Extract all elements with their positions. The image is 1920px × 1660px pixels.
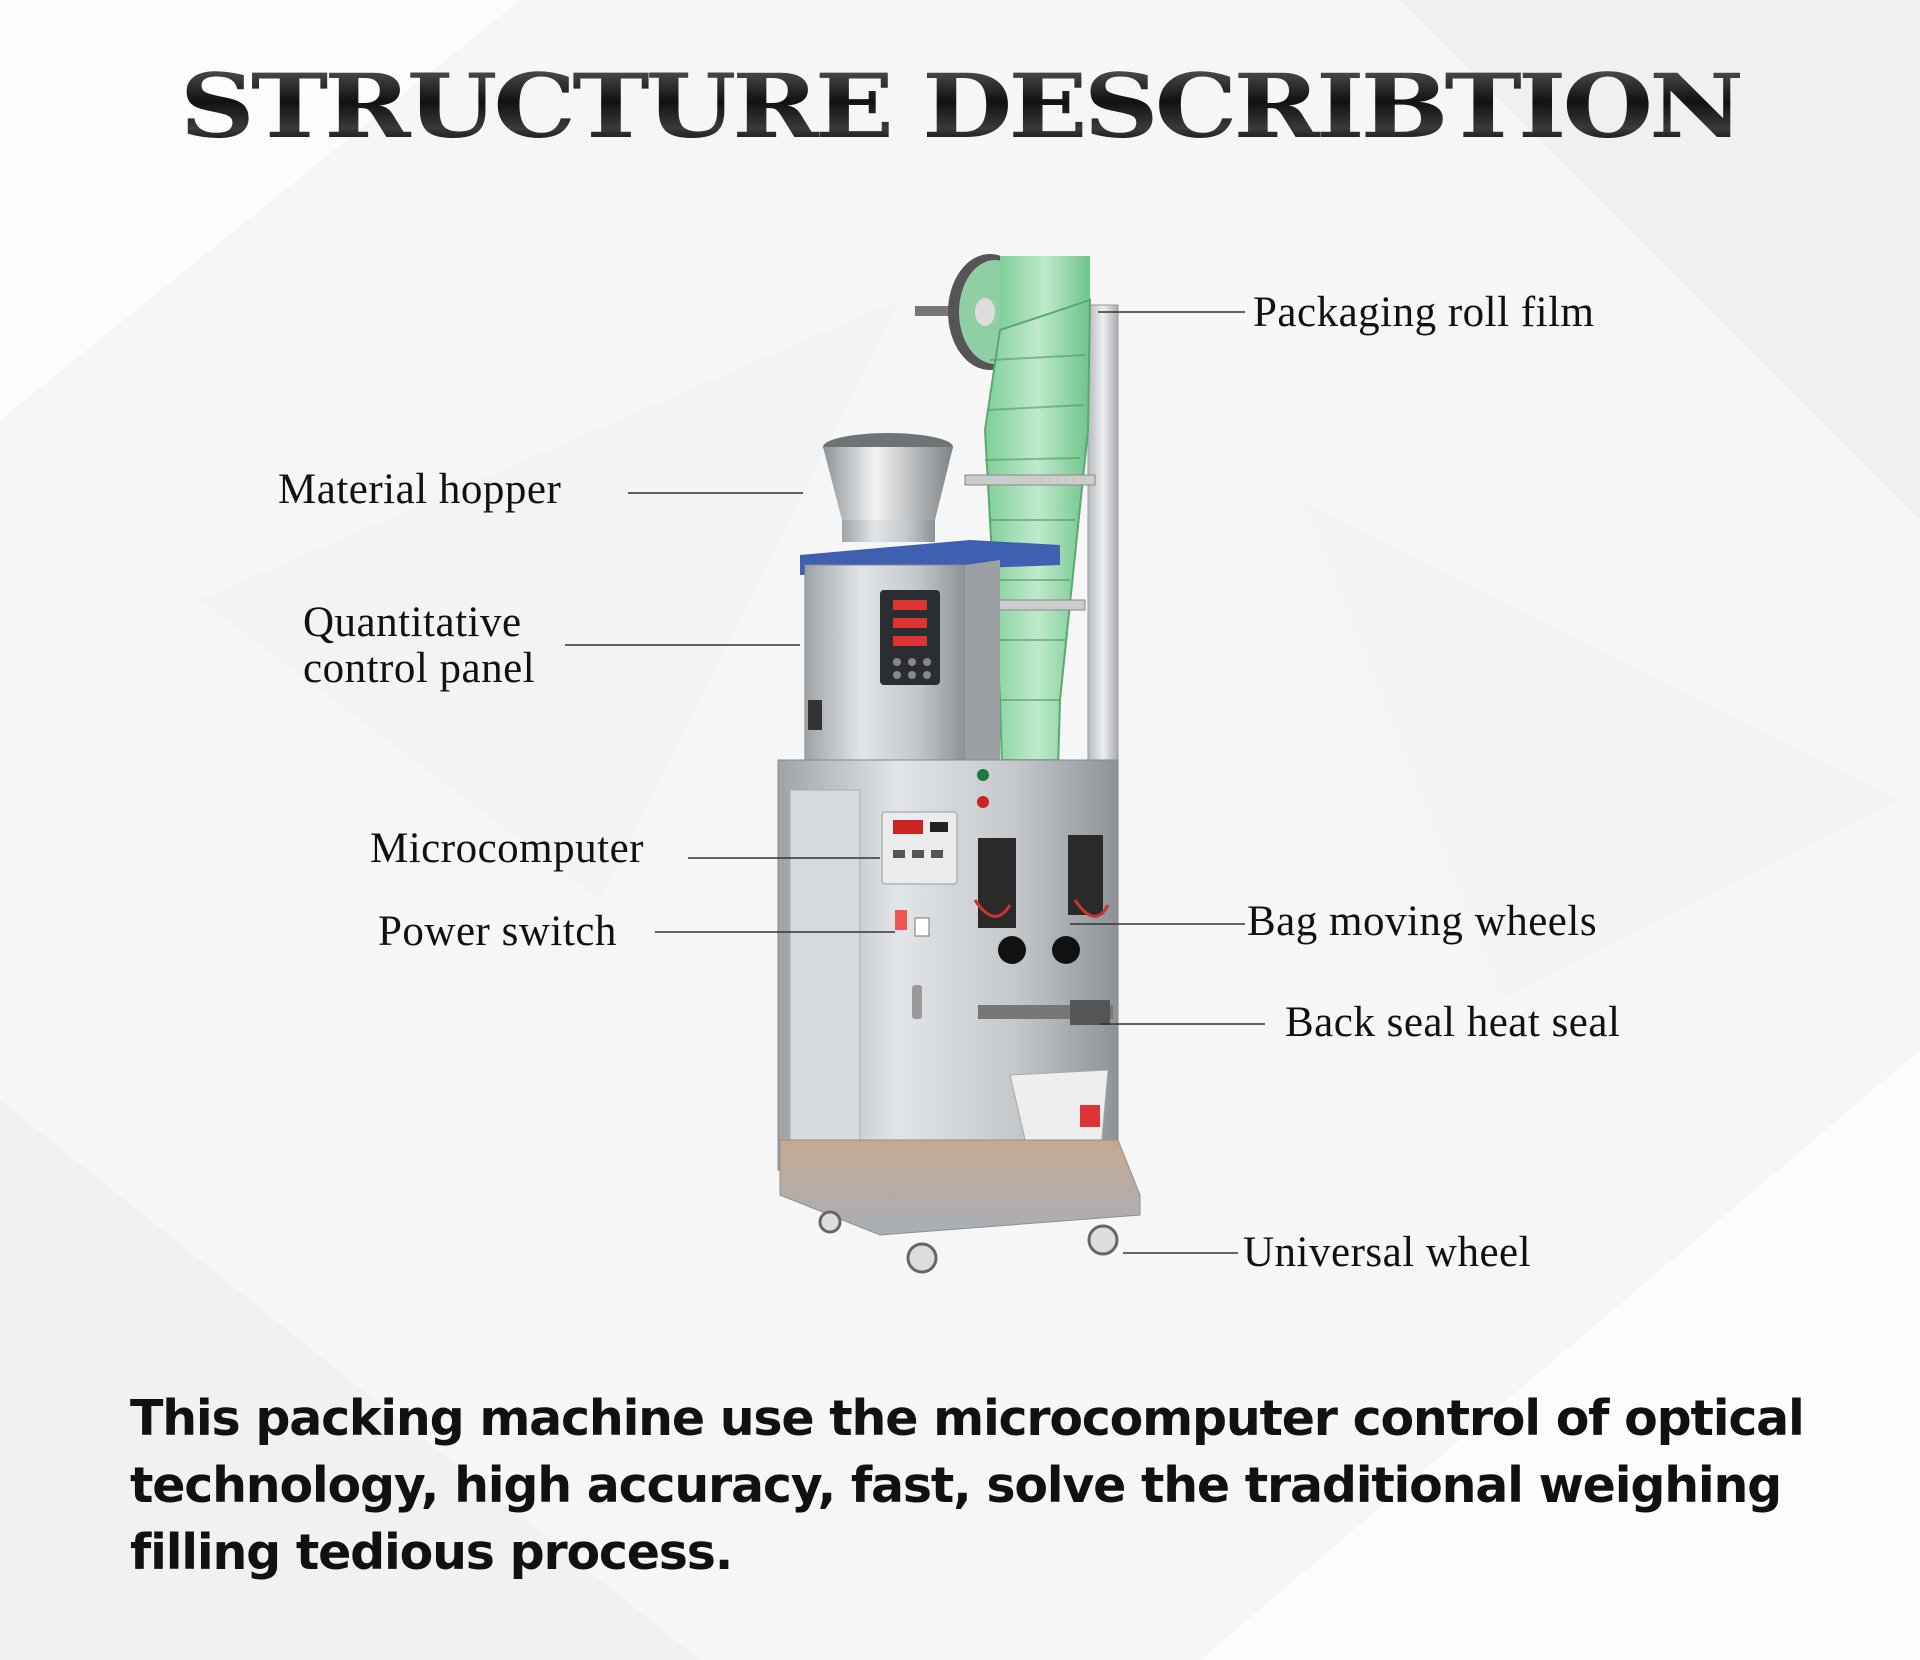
leader-lines (565, 311, 1265, 1254)
base-plate (779, 1139, 1141, 1236)
universal-wheels (818, 1210, 1119, 1274)
label-bag-moving-wheels: Bag moving wheels (1247, 898, 1598, 945)
page-title: STRUCTURE DESCRIBTION (0, 62, 1920, 150)
label-universal-wheel: Universal wheel (1243, 1229, 1532, 1276)
label-power-switch: Power switch (378, 908, 617, 955)
hopper-bowl (823, 433, 953, 542)
label-packaging-roll-film: Packaging roll film (1253, 289, 1595, 336)
upper-housing (800, 540, 1060, 761)
label-microcomputer: Microcomputer (370, 825, 644, 872)
frame-rail (1087, 304, 1119, 851)
label-material-hopper: Material hopper (278, 466, 562, 513)
label-back-seal-heat-seal: Back seal heat seal (1285, 999, 1621, 1046)
description-caption: This packing machine use the microcomput… (130, 1390, 1805, 1581)
label-quantitative-control-panel: Quantitative control panel (303, 599, 536, 693)
lower-cabinet (777, 759, 1119, 1171)
